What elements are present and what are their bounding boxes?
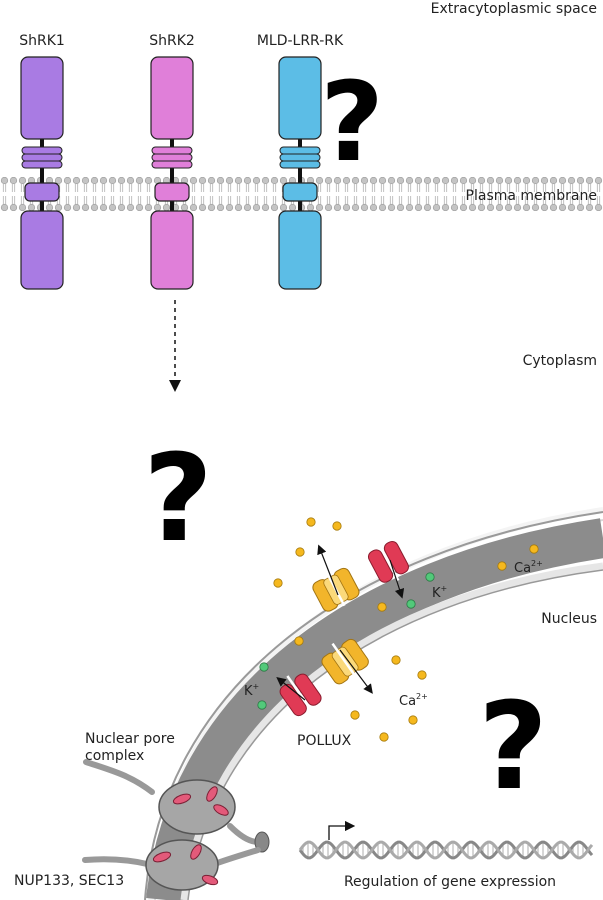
nup-label: NUP133, SEC13 bbox=[14, 873, 124, 889]
receptor-label: ShRK2 bbox=[149, 33, 195, 49]
pollux-channel-lower bbox=[279, 673, 322, 717]
calcium-ion bbox=[408, 715, 418, 725]
receptor-label: ShRK1 bbox=[19, 33, 65, 49]
receptor-label: MLD-LRR-RK bbox=[257, 33, 344, 49]
calcium-ion bbox=[294, 636, 304, 646]
calcium-ion bbox=[273, 578, 283, 588]
calcium-ion bbox=[295, 547, 305, 557]
extracytoplasmic-space-label: Extracytoplasmic space bbox=[431, 1, 597, 17]
calcium-ion bbox=[391, 655, 401, 665]
calcium-ion bbox=[377, 602, 387, 612]
question-mark-nucleus: ? bbox=[478, 678, 548, 817]
nuclear-pore-complex-lower bbox=[82, 839, 261, 891]
calcium-ion bbox=[379, 732, 389, 742]
k-flux-arrow-upper bbox=[389, 559, 405, 599]
calcium-ion bbox=[417, 670, 427, 680]
calcium-ion bbox=[350, 710, 360, 720]
calcium-channel-lower bbox=[321, 638, 369, 685]
receptor-mld-lrr-rk: MLD-LRR-RK bbox=[257, 33, 344, 290]
transmembrane-domain bbox=[154, 182, 190, 202]
kinase-domain bbox=[150, 210, 194, 290]
potassium-ion bbox=[425, 572, 435, 582]
dna-helix bbox=[298, 840, 594, 860]
k-label-upper: K+ bbox=[432, 584, 447, 601]
transcription-start-arrow bbox=[328, 820, 356, 840]
receptor-shrk1: ShRK1 bbox=[19, 33, 65, 290]
transmembrane-domain bbox=[24, 182, 60, 202]
kinase-domain bbox=[20, 210, 64, 290]
nuclear-pore-label-line2: complex bbox=[85, 748, 144, 764]
gene-expression-label: Regulation of gene expression bbox=[344, 874, 556, 890]
k-flux-arrow-lower bbox=[276, 677, 306, 701]
potassium-ion bbox=[257, 700, 267, 710]
cytoplasm-label: Cytoplasm bbox=[523, 353, 597, 369]
plasma-membrane-label: Plasma membrane bbox=[466, 188, 597, 204]
calcium-ion bbox=[529, 544, 539, 554]
pollux-label: POLLUX bbox=[297, 733, 352, 749]
transmembrane-domain bbox=[282, 182, 318, 202]
calcium-ion bbox=[306, 517, 316, 527]
calcium-ion bbox=[497, 561, 507, 571]
extracellular-domain bbox=[20, 56, 64, 140]
ca-label-lower: Ca2+ bbox=[399, 692, 428, 709]
nuclear-pore-complex-upper bbox=[83, 759, 270, 853]
question-mark-mld: ? bbox=[320, 58, 384, 186]
receptor-shrk2: ShRK2 bbox=[149, 33, 195, 290]
ca-flux-arrow-upper bbox=[317, 544, 339, 596]
ca-flux-arrow-lower bbox=[339, 649, 373, 694]
nucleus-label: Nucleus bbox=[541, 611, 597, 627]
nuclear-pore-label-line1: Nuclear pore bbox=[85, 731, 175, 747]
extracellular-domain bbox=[278, 56, 322, 140]
ca-label-upper: Ca2+ bbox=[514, 559, 543, 576]
question-mark-cytoplasm: ? bbox=[143, 430, 213, 569]
potassium-ion bbox=[406, 599, 416, 609]
extracellular-domain bbox=[150, 56, 194, 140]
kinase-domain bbox=[278, 210, 322, 290]
calcium-ion bbox=[332, 521, 342, 531]
k-label-lower: K+ bbox=[244, 682, 259, 699]
potassium-ion bbox=[259, 662, 269, 672]
